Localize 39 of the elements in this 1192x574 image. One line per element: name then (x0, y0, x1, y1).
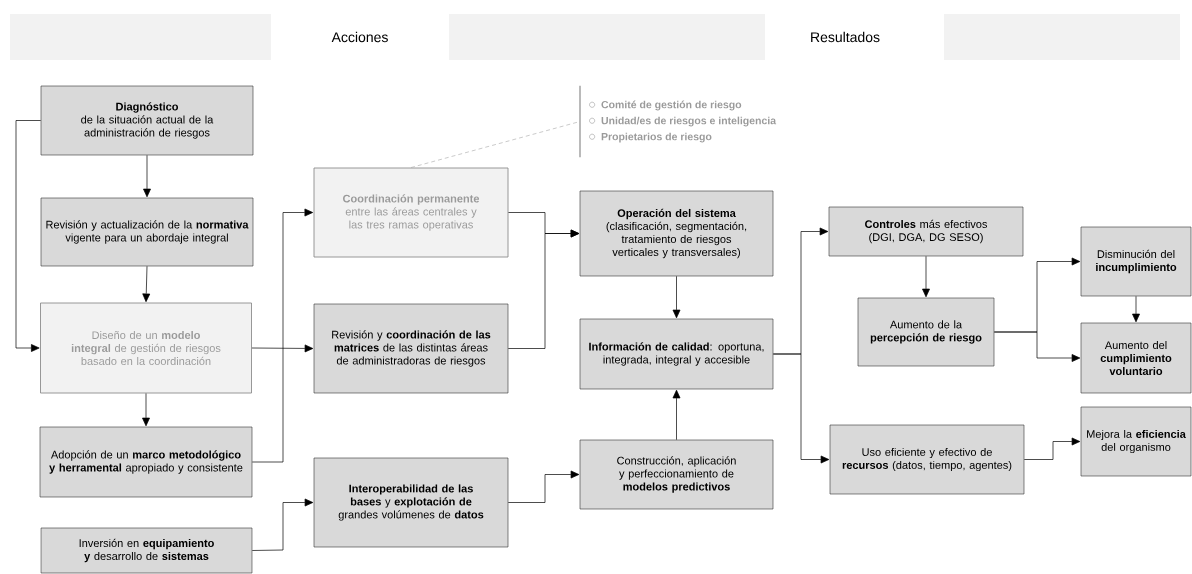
arrow (507, 229, 580, 349)
arrow (251, 344, 314, 353)
arrow (672, 275, 681, 319)
column-heading: Acciones (331, 31, 388, 43)
bullet-list: Comité de gestión de riesgo Unidad/es de riesgos e inteligencia Propietarios de riesgo (579, 85, 777, 158)
process-box: Aumento del cumplimiento voluntario (1080, 322, 1192, 394)
process-box: Información de calidad: oportuna, integrada, integral y accesible (579, 318, 774, 390)
arrow (143, 154, 151, 198)
process-box: Operación del sistema (clasificación, segmentación, tratamiento de riesgos verticales y transversales) (579, 190, 774, 277)
process-box: Diseño de un modelo integral de gestión de riesgos basado en la coordinación (40, 302, 252, 394)
process-box: Inversión en equipamiento y desarrollo de sistemas (40, 527, 253, 574)
process-box: Revisión y coordinación de las matrices de las distintas áreas de administradoras de riesgos (313, 303, 509, 394)
arrow (772, 353, 830, 464)
node-label: Propietarios de riesgo (601, 132, 712, 143)
arrow (251, 498, 314, 551)
arrow (922, 255, 930, 298)
process-box: Controles más efectivos (DGI, DGA, DG SESO) (828, 206, 1024, 257)
process-box: Aumento de la percepción de riesgo (857, 297, 995, 367)
arrow (1132, 295, 1140, 323)
process-box: Adopción de un marco metodológico y herramental apropiado y consistente (39, 426, 253, 498)
arrow (142, 265, 151, 303)
process-box: Disminución del incumplimiento (1080, 226, 1192, 297)
arrow (251, 208, 314, 463)
column-heading: Resultados (811, 31, 880, 43)
process-box: Interoperabilidad de las bases y explotación de grandes volúmenes de datos (313, 457, 509, 548)
process-box: Revisión y actualización de la normativa vigente para un abordaje integral (40, 197, 254, 267)
process-box: Coordinación permanente entre las áreas centrales y las tres ramas operativas (313, 167, 509, 258)
process-box: Construcción, aplicación y perfeccionamiento de modelos predictivos (579, 439, 774, 510)
node-label: Comité de gestión de riesgo (601, 100, 742, 111)
node-label: Unidad/es de riesgos e inteligencia (601, 116, 777, 127)
arrow (993, 331, 1081, 362)
process-box: Uso eficiente y efectivo de recursos (datos, tiempo, agentes) (829, 424, 1025, 495)
arrow (672, 389, 681, 441)
process-box: Diagnóstico de la situación actual de la administración de riesgos (40, 85, 254, 156)
arrow (1023, 437, 1081, 460)
process-box: Mejora la eficiencia del organismo (1080, 406, 1192, 477)
arrow (142, 393, 150, 427)
arrow (507, 470, 580, 503)
arrow (15, 120, 42, 352)
